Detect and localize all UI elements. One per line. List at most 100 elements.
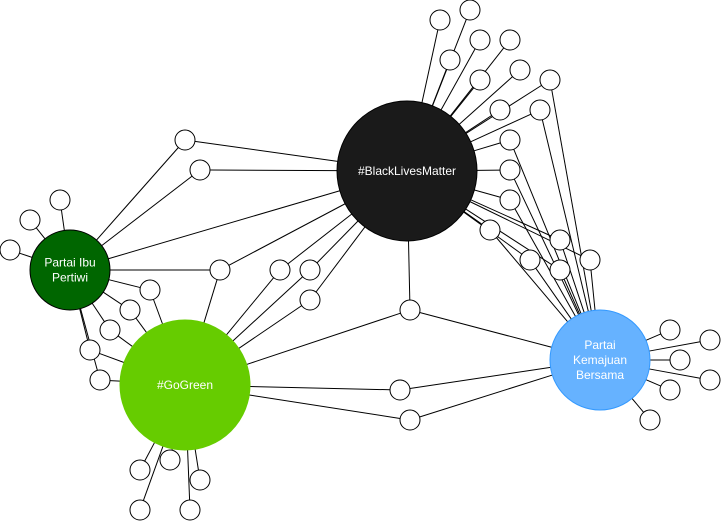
leaf-node[interactable]: [189, 469, 211, 491]
leaf-node[interactable]: [529, 99, 551, 121]
leaf-node[interactable]: [119, 299, 141, 321]
edge-ibu-to-blm: [108, 190, 340, 260]
edge-leaf-23-to-green: [238, 305, 303, 349]
hub-circle-blm[interactable]: [336, 100, 478, 242]
edge-leaf-22-to-green: [232, 276, 303, 342]
leaf-node[interactable]: [174, 129, 196, 151]
hub-circle-green[interactable]: [119, 319, 251, 451]
leaf-node[interactable]: [469, 29, 491, 51]
leaf-node[interactable]: [659, 319, 681, 341]
edge-leaf-12-to-pkb: [514, 208, 576, 317]
edge-leaf-14-to-pkb: [535, 267, 572, 320]
leaf-node[interactable]: [699, 329, 721, 351]
edge-leaf-13-to-blm: [463, 211, 483, 225]
edge-leaf-6-to-blm: [458, 76, 513, 125]
edge-leaf-26-to-pkb: [419, 374, 553, 418]
edge-leaf-40-to-pkb: [645, 333, 662, 341]
leaf-node[interactable]: [499, 129, 521, 151]
edge-leaf-44-to-pkb: [645, 379, 662, 387]
leaf-node[interactable]: [159, 449, 181, 471]
hub-circle-pkb[interactable]: [549, 309, 651, 411]
leaf-node[interactable]: [209, 259, 231, 281]
leaf-node[interactable]: [439, 49, 461, 71]
edge-leaf-3-to-blm: [440, 48, 476, 111]
leaf-node[interactable]: [429, 9, 451, 31]
edge-leaf-43-to-pkb: [649, 368, 701, 379]
edge-leaf-18-to-blm: [194, 140, 338, 162]
edge-leaf-15-to-pkb: [563, 278, 581, 315]
edge-leaf-31-to-ibu: [103, 291, 122, 305]
edge-leaf-12-to-blm: [474, 189, 501, 198]
edge-leaf-18-to-ibu: [96, 147, 179, 241]
leaf-node[interactable]: [539, 69, 561, 91]
hub-label-green: #GoGreen: [157, 378, 213, 392]
edge-leaf-28-to-ibu: [60, 209, 65, 231]
leaf-node[interactable]: [669, 349, 691, 371]
edge-leaf-39-to-green: [187, 449, 191, 501]
edge-leaf-33-to-ibu: [79, 308, 89, 341]
leaf-node[interactable]: [129, 499, 151, 521]
leaf-node[interactable]: [129, 459, 151, 481]
edge-leaf-34-to-ibu: [80, 308, 98, 371]
hub-node-blm[interactable]: #BlackLivesMatter: [336, 100, 478, 242]
leaf-node[interactable]: [189, 159, 211, 181]
leaf-node[interactable]: [299, 259, 321, 281]
leaf-node[interactable]: [469, 69, 491, 91]
leaf-node[interactable]: [0, 239, 21, 261]
edge-leaf-26-to-green: [249, 394, 401, 419]
edge-leaf-35-to-green: [144, 442, 156, 462]
edge-leaf-41-to-pkb: [649, 341, 701, 352]
edge-leaf-24-to-pkb: [419, 312, 552, 348]
edge-leaf-37-to-green: [194, 449, 199, 471]
leaf-node[interactable]: [269, 259, 291, 281]
leaf-node[interactable]: [179, 499, 201, 521]
edge-leaf-29-to-ibu: [19, 252, 33, 258]
leaf-node[interactable]: [499, 159, 521, 181]
hub-node-green[interactable]: #GoGreen: [119, 319, 251, 451]
leaf-node[interactable]: [549, 229, 571, 251]
leaf-node[interactable]: [49, 189, 71, 211]
leaf-node[interactable]: [499, 189, 521, 211]
leaf-node[interactable]: [89, 369, 111, 391]
leaf-node[interactable]: [139, 279, 161, 301]
leaf-node[interactable]: [519, 249, 541, 271]
leaf-node[interactable]: [19, 209, 41, 231]
leaf-node[interactable]: [509, 59, 531, 81]
edge-leaf-0-to-blm: [421, 29, 439, 103]
edge-leaf-20-to-blm: [228, 203, 346, 266]
leaf-node[interactable]: [489, 99, 511, 121]
leaf-node[interactable]: [479, 219, 501, 241]
edge-leaf-32-to-ibu: [91, 303, 105, 322]
leaf-node[interactable]: [639, 409, 661, 431]
leaf-node[interactable]: [79, 339, 101, 361]
hub-circle-ibu[interactable]: [29, 229, 111, 311]
edge-leaf-31-to-green: [135, 317, 147, 333]
leaf-node[interactable]: [299, 289, 321, 311]
leaf-node[interactable]: [549, 259, 571, 281]
edge-leaf-38-to-green: [142, 445, 164, 501]
edge-leaf-30-to-green: [152, 299, 163, 325]
edge-leaf-21-to-blm: [287, 213, 353, 265]
edge-leaf-8-to-pkb: [551, 89, 592, 311]
leaf-node[interactable]: [459, 0, 481, 21]
edge-leaf-27-to-ibu: [35, 227, 46, 240]
hub-label-blm: #BlackLivesMatter: [358, 164, 456, 178]
leaf-node[interactable]: [699, 369, 721, 391]
leaf-node[interactable]: [399, 299, 421, 321]
hub-label-pkb: Bersama: [576, 368, 624, 382]
leaf-node[interactable]: [499, 29, 521, 51]
leaf-node[interactable]: [99, 319, 121, 341]
leaf-node[interactable]: [389, 379, 411, 401]
edge-leaf-2-to-blm: [431, 69, 447, 106]
leaf-node[interactable]: [579, 249, 601, 271]
edge-leaf-11-to-pkb: [513, 178, 580, 316]
leaf-node[interactable]: [659, 379, 681, 401]
edge-leaf-32-to-green: [117, 335, 133, 347]
leaf-node[interactable]: [399, 409, 421, 431]
edge-leaf-19-to-blm: [209, 169, 338, 172]
